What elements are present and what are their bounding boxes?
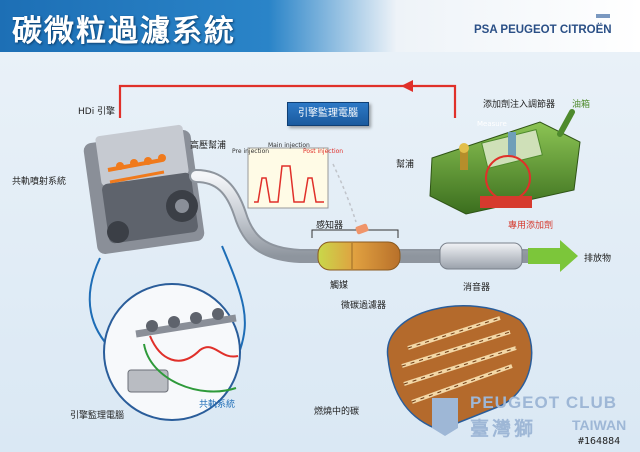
label-hdi-engine: HDi 引擎 <box>78 107 116 117</box>
label-additive-regulator: 添加劑注入調節器 <box>483 100 556 110</box>
label-burning-soot: 燃燒中的碳 <box>314 407 360 417</box>
label-common-rail-injection: 共軌噴射系統 <box>12 177 67 187</box>
sensor-illustration <box>355 223 369 235</box>
hdi-engine-illustration <box>83 124 205 254</box>
label-special-additive: 專用添加劑 <box>508 221 554 231</box>
label-muffler: 消音器 <box>463 283 491 293</box>
club-watermark-zh: 臺灣獅 <box>470 418 537 440</box>
page-title: 碳微粒過濾系統 <box>12 14 236 49</box>
header-banner: 碳微粒過濾系統 PSA PEUGEOT CITROËN <box>0 0 640 52</box>
injection-graph <box>247 147 329 209</box>
label-exhaust: 排放物 <box>584 254 612 264</box>
diagram-canvas: HDi 引擎 高壓幫浦 共軌噴射系統 Pre injection Main in… <box>0 52 640 452</box>
club-watermark-suffix: TAIWAN <box>572 417 627 433</box>
label-ecu-bottom: 引擎監理電腦 <box>70 411 125 421</box>
label-measure: Measure <box>477 120 507 128</box>
label-catalyst: 觸媒 <box>330 281 349 291</box>
club-watermark-en: PEUGEOT CLUB <box>470 393 618 412</box>
control-wire <box>118 84 457 118</box>
engine-ecu-box: 引擎監理電腦 <box>287 102 369 126</box>
filter-bracket <box>311 229 399 238</box>
label-sensor: 感知器 <box>316 221 344 231</box>
club-logo <box>432 398 458 436</box>
sensor-wave <box>332 163 357 223</box>
watermark-id: #164884 <box>578 436 621 447</box>
label-pump: 幫浦 <box>396 160 415 170</box>
diagram-graphics <box>83 80 581 436</box>
brand-logo-mark <box>596 14 610 18</box>
label-particulate-filter: 微碳過濾器 <box>341 301 387 311</box>
label-main-injection: Main injection <box>268 142 310 149</box>
injection-curve <box>254 165 324 203</box>
label-high-pressure-pump: 高壓幫浦 <box>190 141 227 151</box>
filter-zoom <box>386 305 533 431</box>
brand-logo: PSA PEUGEOT CITROËN <box>474 24 612 36</box>
exhaust-arrow <box>528 240 578 272</box>
control-wire-arrow <box>401 80 413 92</box>
feedback-arc-right <box>221 245 246 351</box>
label-common-rail: 共軌系統 <box>199 400 236 410</box>
label-oil-tank: 油箱 <box>572 100 591 110</box>
common-rail-zoom <box>103 283 241 421</box>
muffler-illustration <box>439 242 523 270</box>
label-pre-injection: Pre injection <box>232 148 270 155</box>
catalyst-filter-unit <box>317 241 401 271</box>
label-post-injection: Post injection <box>303 148 344 155</box>
additive-tank-illustration <box>429 109 581 215</box>
